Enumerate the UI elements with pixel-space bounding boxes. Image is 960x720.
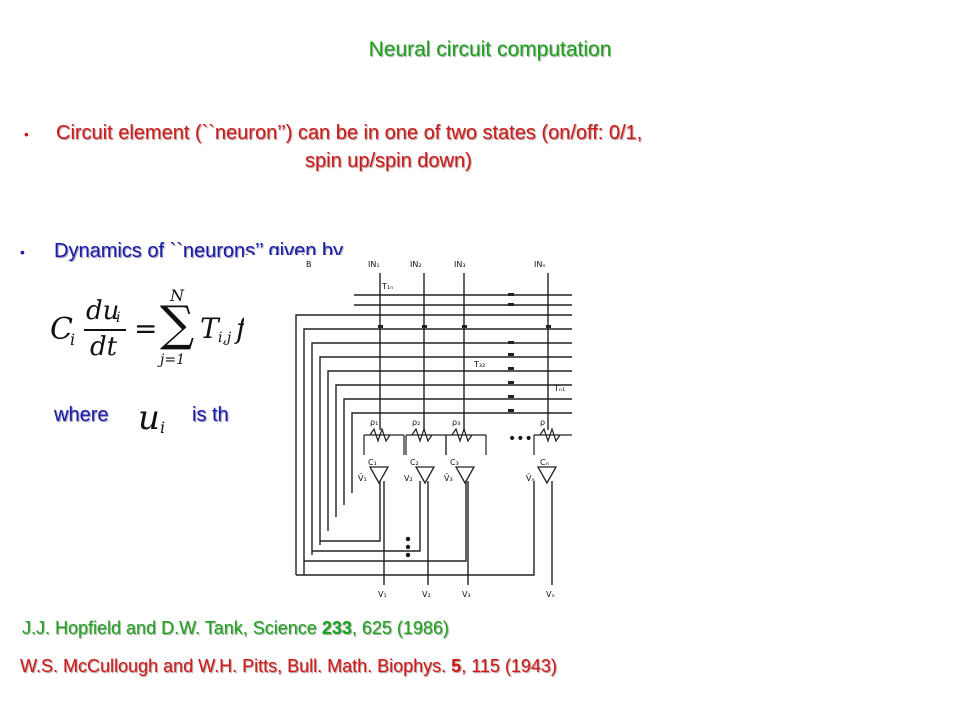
label-vb3: V̄₃ (444, 473, 453, 483)
horizontal-ellipsis: ••• (508, 431, 533, 447)
label-p2: ρ₂ (412, 418, 420, 427)
label-in1: IN₁ (368, 260, 380, 269)
label-c1: C₁ (368, 458, 377, 467)
sum-symbol: ∑ (160, 296, 195, 352)
eq-equals: = (134, 312, 158, 345)
bullet-dot: • (24, 126, 29, 142)
label-in3: IN₃ (454, 260, 466, 269)
bullet-dot: • (20, 244, 25, 260)
label-inn: INₙ (534, 260, 546, 269)
eq-c: C (50, 312, 73, 347)
label-vn: Vₙ (546, 590, 555, 599)
label-tn1: Tₙ₁ (553, 384, 565, 393)
eq-du-sub: i (116, 310, 121, 326)
reference-mcculloch: W.S. McCullough and W.H. Pitts, Bull. Ma… (20, 656, 557, 676)
label-vb2: V₂ (404, 474, 413, 483)
label-v1: V₁ (378, 590, 387, 599)
eq-c-sub: i (70, 330, 76, 349)
eq-dt: dt (90, 332, 118, 362)
label-cn: Cₙ (540, 458, 549, 467)
label-p3: ρ₃ (452, 418, 460, 427)
vertical-ellipsis (405, 536, 411, 558)
label-v2: V₂ (422, 590, 431, 599)
label-vb1: V̄₁ (358, 473, 367, 483)
eq-sum-top: N (170, 286, 184, 305)
label-t32: T₃₂ (473, 360, 485, 369)
label-b: B (306, 260, 312, 269)
label-pn: ρ (540, 418, 545, 427)
label-c3: C₃ (450, 458, 459, 467)
fraction-bar (84, 329, 126, 331)
label-in2: IN₂ (410, 260, 422, 269)
slide-title: Neural circuit computation (368, 38, 612, 61)
eq-t: T (200, 312, 219, 345)
hopfield-circuit-diagram: B IN₁ IN₂ IN₃ INₙ T₁ₙ T₃₂ Tₙ₁ ρ₁ ρ₂ ρ₃ ρ… (244, 255, 572, 605)
label-c2: C₂ (410, 458, 419, 467)
u-sub: i (160, 418, 166, 437)
eq-du: du (86, 296, 120, 326)
where-label: where (54, 404, 109, 426)
where-rest-text: is th (192, 404, 229, 426)
label-v3: V₃ (462, 590, 471, 599)
label-t1n: T₁ₙ (381, 282, 393, 291)
reference-hopfield: J.J. Hopfield and D.W. Tank, Science 233… (22, 618, 449, 638)
bullet-1-line-1: Circuit element (``neuron’’) can be in o… (56, 122, 643, 144)
u-symbol: u (138, 398, 160, 438)
eq-sum-bottom: j=1 (160, 352, 185, 368)
bullet-1-line-2: spin up/spin down) (305, 150, 472, 172)
eq-f: f (236, 312, 247, 345)
label-vbn: V̄ₙ (526, 473, 535, 483)
eq-t-sub: i,j (218, 330, 232, 346)
label-p1: ρ₁ (370, 418, 378, 427)
